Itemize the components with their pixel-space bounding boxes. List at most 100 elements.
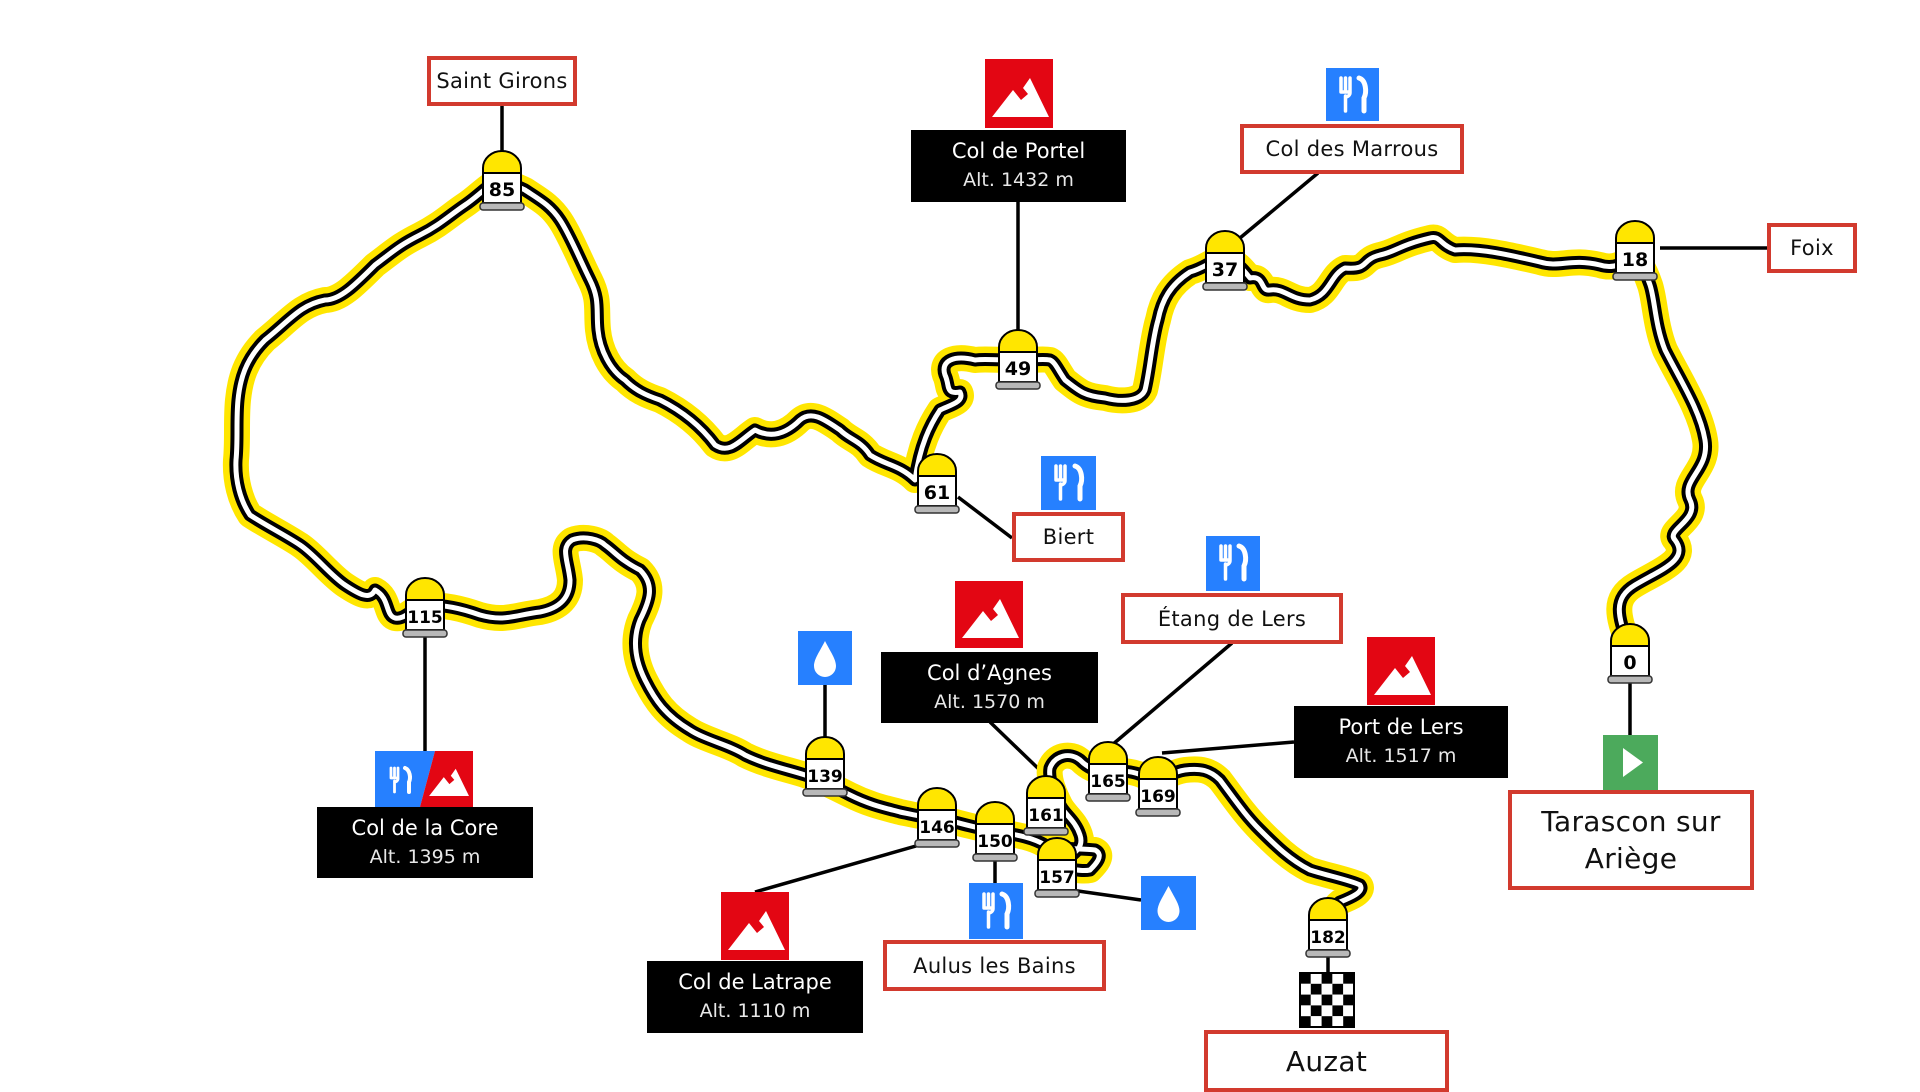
checker-square [1332, 1016, 1344, 1027]
checker-square [1332, 983, 1344, 995]
milestone-marker: 37 [1202, 230, 1248, 291]
col-altitude: Alt. 1395 m [369, 845, 481, 868]
connector-biert [956, 495, 1014, 540]
col-label-latrape: Col de Latrape Alt. 1110 m [647, 961, 863, 1033]
mountain-icon [985, 59, 1053, 128]
milestone-marker: 161 [1023, 775, 1069, 836]
milestone-km: 85 [489, 179, 515, 201]
milestone-marker: 146 [914, 787, 960, 848]
start-play-icon [1603, 735, 1658, 790]
connector-lines [423, 105, 1767, 973]
town-label-foix: Foix [1767, 223, 1857, 273]
checker-square [1343, 1016, 1354, 1027]
milestone-marker: 49 [995, 329, 1041, 390]
milestones: 0 18 37 49 61 85 115 139 146 150 157 161 165 169 182 [402, 150, 1658, 958]
col-name: Port de Lers [1338, 715, 1464, 739]
milestone-km: 37 [1212, 259, 1238, 281]
milestone-marker: 115 [402, 577, 448, 638]
milestone-km: 49 [1005, 358, 1031, 380]
connector-etang-de-lers [1110, 641, 1234, 747]
mountain-icon [1367, 637, 1435, 705]
milestone-marker: 169 [1135, 756, 1181, 817]
connector-port-de-lers [1161, 740, 1295, 755]
town-name: Auzat [1285, 1044, 1368, 1078]
checker-square [1343, 994, 1354, 1006]
town-name: Saint Girons [436, 69, 568, 93]
connector-col-de-latrape [754, 838, 938, 894]
milestone-marker: 157 [1034, 837, 1080, 898]
col-name: Col de la Core [351, 815, 499, 840]
checker-square [1300, 1005, 1311, 1017]
town-name: Biert [1042, 525, 1095, 549]
milestone-km: 157 [1039, 868, 1075, 888]
food-icon [1326, 68, 1379, 121]
checker-square [1321, 973, 1333, 984]
connector-col-d-agnes [988, 720, 1048, 778]
checker-square [1343, 1005, 1354, 1017]
mountain-icon [955, 581, 1023, 648]
town-name-line2: Ariège [1584, 842, 1678, 875]
col-name: Col de Latrape [678, 970, 832, 994]
milestone-marker: 182 [1305, 897, 1351, 958]
icons [375, 59, 1658, 1028]
col-label-port-de-lers: Port de Lers Alt. 1517 m [1294, 706, 1508, 778]
col-altitude: Alt. 1432 m [963, 169, 1074, 191]
food-icon [1206, 536, 1260, 591]
checker-square [1321, 983, 1333, 995]
checker-square [1310, 1016, 1322, 1027]
col-altitude: Alt. 1110 m [699, 1000, 811, 1022]
town-label-col-des-marrous: Col des Marrous [1240, 124, 1464, 174]
checker-square [1310, 973, 1322, 984]
town-label-tarascon: Tarascon sur Ariège [1508, 790, 1754, 890]
checker-square [1343, 973, 1354, 984]
milestone-marker: 165 [1085, 741, 1131, 802]
checker-square [1321, 1005, 1333, 1017]
water-drop-icon [1141, 876, 1196, 930]
route [222, 167, 1719, 938]
checker-square [1321, 994, 1333, 1006]
checker-square [1332, 1005, 1344, 1017]
town-name: Étang de Lers [1157, 606, 1307, 631]
milestone-marker: 18 [1612, 220, 1658, 281]
checker-square [1310, 994, 1322, 1006]
town-label-aulus-les-bains: Aulus les Bains [883, 940, 1106, 991]
checker-square [1332, 973, 1344, 984]
col-altitude: Alt. 1517 m [1345, 745, 1457, 767]
town-name: Col des Marrous [1265, 137, 1439, 161]
checker-square [1332, 994, 1344, 1006]
checker-square [1321, 1016, 1333, 1027]
col-name: Col d’Agnes [927, 660, 1052, 685]
milestone-km: 139 [807, 767, 843, 787]
town-name: Aulus les Bains [913, 953, 1076, 978]
milestone-km: 161 [1028, 806, 1064, 826]
food-icon [375, 751, 435, 807]
checker-square [1300, 983, 1311, 995]
checker-border [1299, 972, 1355, 1028]
milestone-marker: 150 [972, 801, 1018, 862]
checker-square [1310, 983, 1322, 995]
checker-square [1343, 983, 1354, 995]
milestone-km: 0 [1623, 652, 1636, 674]
milestone-km: 61 [924, 482, 950, 504]
route-center [233, 177, 1709, 928]
food-icon [969, 883, 1023, 939]
col-altitude: Alt. 1570 m [934, 690, 1045, 713]
milestone-marker: 85 [479, 150, 525, 211]
town-label-auzat: Auzat [1204, 1030, 1449, 1092]
milestone-marker: 139 [802, 736, 848, 797]
food-mountain-icon [375, 751, 473, 807]
connector-col-des-marrous [1238, 171, 1320, 240]
milestone-km: 150 [977, 832, 1013, 852]
milestone-marker: 0 [1607, 623, 1653, 684]
milestone-km: 169 [1140, 787, 1176, 807]
town-name: Foix [1790, 236, 1834, 260]
food-icon [1041, 456, 1096, 510]
town-label-biert: Biert [1012, 512, 1125, 562]
milestone-km: 115 [407, 608, 443, 628]
milestone-km: 165 [1090, 772, 1126, 792]
milestone-km: 146 [919, 818, 955, 838]
town-label-etang-de-lers: Étang de Lers [1121, 593, 1343, 644]
town-label-saint-girons: Saint Girons [427, 56, 577, 106]
col-name: Col de Portel [951, 139, 1086, 163]
